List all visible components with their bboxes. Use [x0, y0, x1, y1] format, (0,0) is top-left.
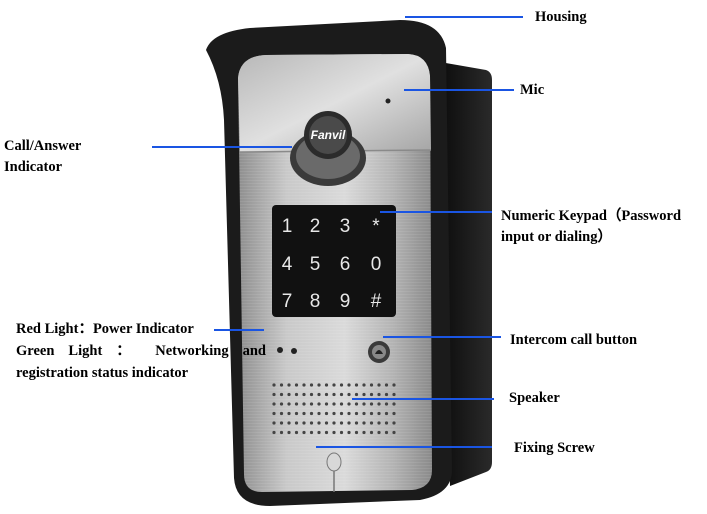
- keypad-key-8[interactable]: 8: [310, 291, 321, 312]
- keypad-key-3[interactable]: 3: [340, 216, 351, 237]
- keypad-key-4[interactable]: 4: [282, 254, 293, 275]
- leader-power-indicator: [214, 329, 264, 331]
- label-call-answer-line2: Indicator: [4, 159, 62, 175]
- keypad-key-hash[interactable]: #: [371, 291, 382, 312]
- keypad-key-1[interactable]: 1: [282, 216, 293, 237]
- keypad-key-5[interactable]: 5: [310, 254, 321, 275]
- leader-call-answer: [152, 146, 292, 148]
- leader-mic: [404, 89, 514, 91]
- label-fixing-screw: Fixing Screw: [514, 440, 595, 456]
- label-speaker: Speaker: [509, 390, 560, 406]
- label-mic: Mic: [520, 82, 545, 98]
- label-keypad: Numeric Keypad（Password input or dialing…: [501, 206, 681, 248]
- keypad-key-9[interactable]: 9: [340, 291, 351, 312]
- leader-speaker: [352, 398, 494, 400]
- label-keypad-line1: Numeric Keypad（Password: [501, 208, 682, 224]
- leader-fixing-screw: [316, 446, 492, 448]
- red-power-led: [277, 347, 283, 353]
- label-call-answer: Call/Answer Indicator: [4, 136, 81, 178]
- label-green-light-line2: registration status indicator: [16, 365, 189, 381]
- label-housing: Housing: [535, 9, 587, 25]
- speaker-grille: [272, 383, 396, 435]
- green-network-led: [291, 348, 297, 354]
- fixing-screw: [326, 452, 342, 472]
- label-green-light: Green Light ： Networking and: [16, 343, 266, 359]
- keypad-key-7[interactable]: 7: [282, 291, 293, 312]
- label-call-answer-line1: Call/Answer: [4, 138, 82, 154]
- top-plate: [238, 54, 431, 152]
- label-red-light: Red Light：Power Indicator: [16, 321, 194, 337]
- keypad-key-6[interactable]: 6: [340, 254, 351, 275]
- mic-hole: [385, 98, 391, 104]
- housing-back: [440, 62, 492, 486]
- leader-housing: [405, 16, 523, 18]
- keypad-key-star[interactable]: *: [372, 216, 380, 237]
- keypad-key-0[interactable]: 0: [371, 254, 382, 275]
- label-intercom: Intercom call button: [510, 332, 638, 348]
- leader-intercom: [383, 336, 501, 338]
- keypad: [272, 205, 396, 317]
- label-keypad-line2: input or dialing）: [501, 229, 612, 245]
- leader-keypad: [380, 211, 492, 213]
- keypad-key-2[interactable]: 2: [310, 216, 321, 237]
- device-logo: Fanvil: [311, 128, 346, 142]
